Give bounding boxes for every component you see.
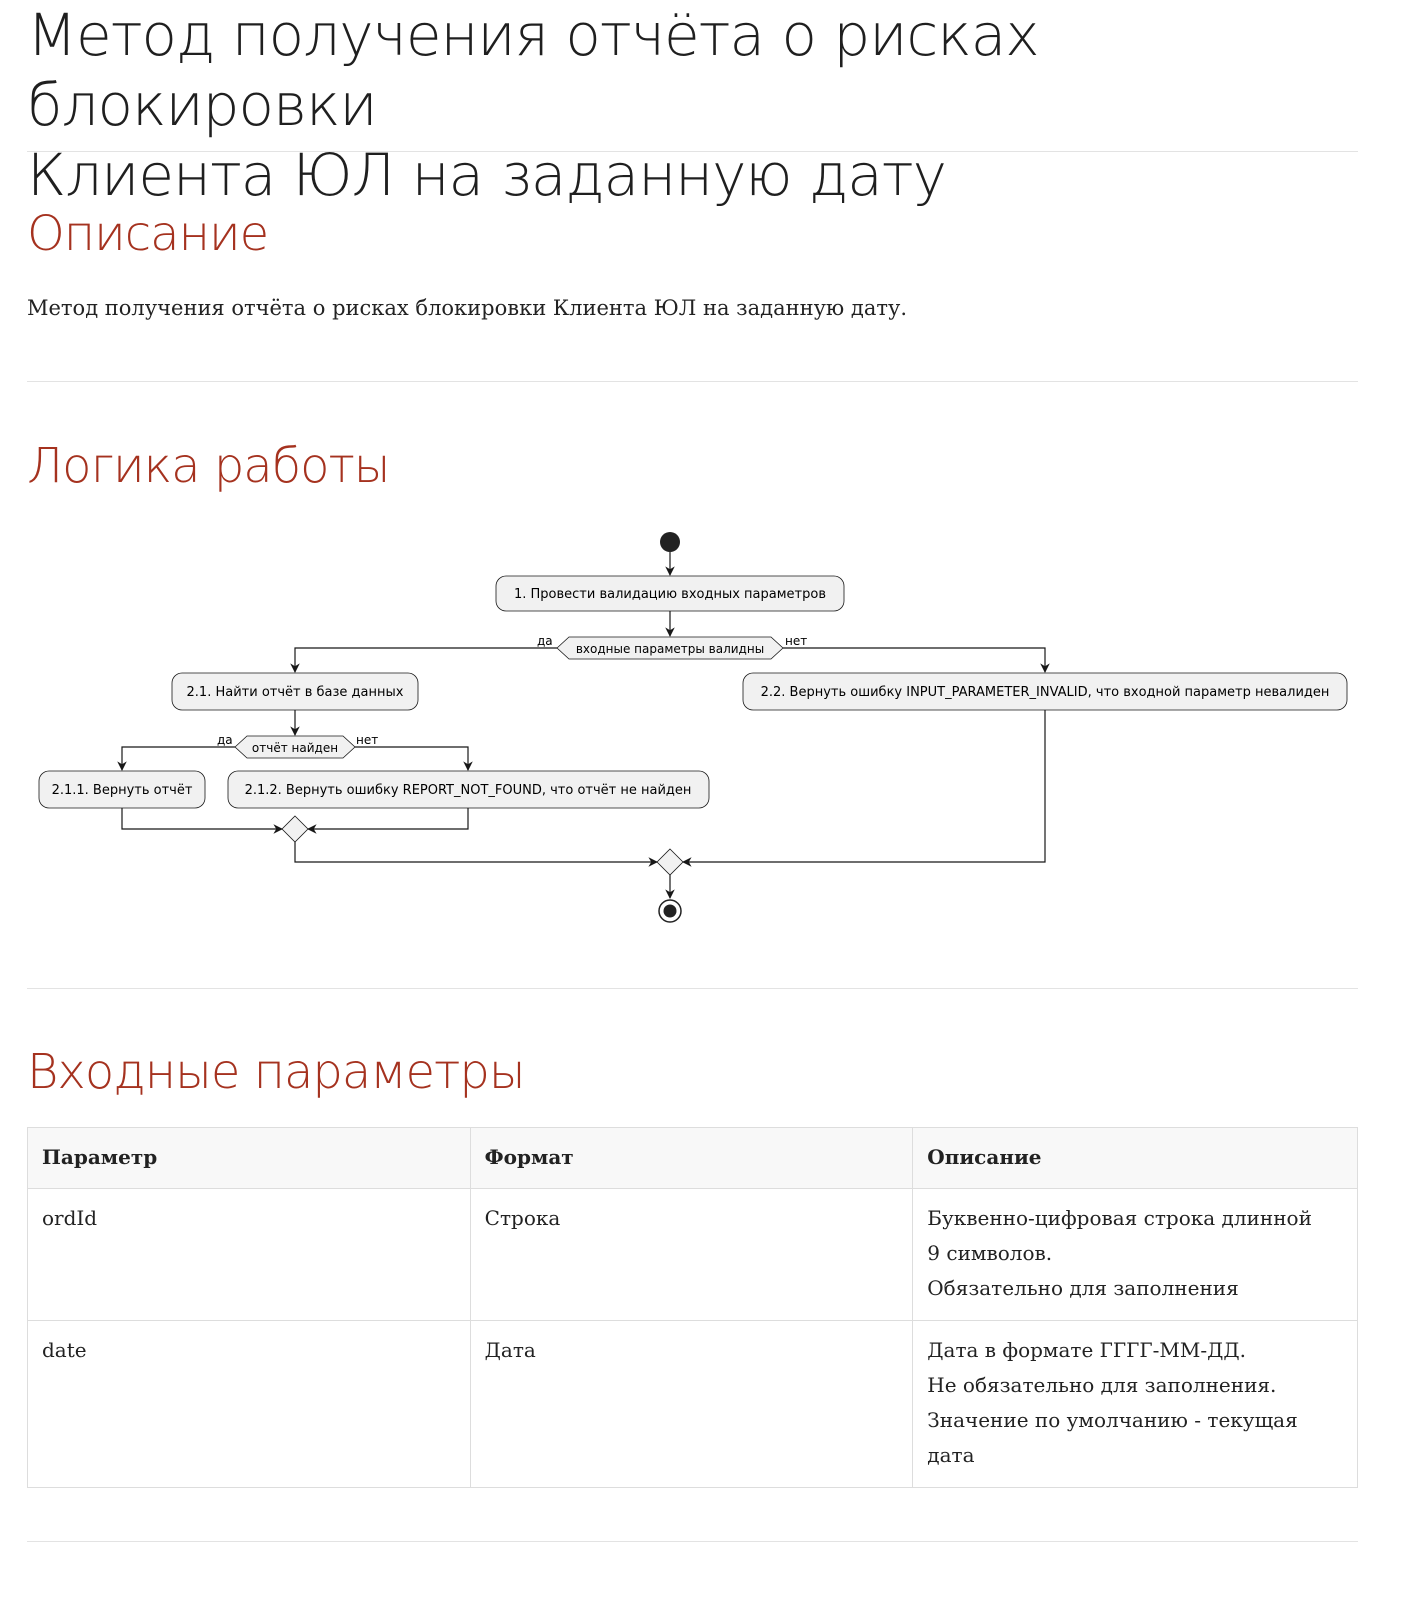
divider-logic <box>27 988 1358 989</box>
column-header-description: Описание <box>912 1127 1358 1189</box>
input-parameters-table: Параметр Формат Описание ordId Строка Бу… <box>27 1127 1358 1488</box>
table-row: date Дата Дата в формате ГГГГ-ММ-ДД. Не … <box>27 1320 1358 1488</box>
step-2-1-2-node: 2.1.2. Вернуть ошибку REPORT_NOT_FOUND, … <box>227 770 710 809</box>
decision-1-label: входные параметры валидны <box>576 642 764 656</box>
column-header-format: Формат <box>469 1127 914 1189</box>
inputs-heading: Входные параметры <box>27 1044 526 1100</box>
decision-2-no-label: нет <box>356 733 378 747</box>
table-header-row: Параметр Формат Описание <box>27 1127 1358 1189</box>
description-line: Буквенно-цифровая строка длинной <box>927 1206 1312 1230</box>
step-2-2-node: 2.2. Вернуть ошибку INPUT_PARAMETER_INVA… <box>742 672 1348 711</box>
edge-step22-merge2 <box>682 710 1046 867</box>
divider-description <box>27 381 1358 382</box>
description-line: Дата в формате ГГГГ-ММ-ДД. <box>927 1338 1246 1362</box>
description-text: Метод получения отчёта о рисках блокиров… <box>27 296 907 320</box>
cell-param: date <box>27 1320 471 1488</box>
edge-step212-merge1 <box>307 808 469 834</box>
document-page: Метод получения отчёта о рисках блокиров… <box>27 0 1388 1542</box>
step-1-label: 1. Провести валидацию входных параметров <box>514 587 826 602</box>
description-line: дата <box>927 1443 975 1467</box>
merge-2-diamond <box>656 848 684 876</box>
page-title-line-1: Метод получения отчёта о рисках блокиров… <box>27 1 1040 139</box>
edge-decision1-yes <box>290 647 557 673</box>
start-node <box>660 532 680 552</box>
decision-2-yes-label: да <box>217 733 233 747</box>
page-title: Метод получения отчёта о рисках блокиров… <box>27 0 1388 209</box>
edge-step211-merge1 <box>121 808 283 834</box>
divider-bottom <box>27 1541 1358 1542</box>
description-line: Значение по умолчанию - текущая <box>927 1408 1298 1432</box>
step-1-node: 1. Провести валидацию входных параметров <box>495 575 845 612</box>
edge-merge1-merge2 <box>294 842 658 867</box>
edge-decision2-no <box>355 746 473 771</box>
decision-1-yes-label: да <box>537 634 553 648</box>
column-header-param: Параметр <box>27 1127 471 1189</box>
activity-diagram-svg: 1. Провести валидацию входных параметров… <box>38 532 1348 923</box>
step-2-1-label: 2.1. Найти отчёт в базе данных <box>187 685 404 700</box>
description-line: Не обязательно для заполнения. <box>927 1373 1277 1397</box>
divider-title <box>27 151 1358 152</box>
cell-param: ordId <box>27 1188 471 1321</box>
description-line: Обязательно для заполнения <box>927 1276 1239 1300</box>
cell-format: Дата <box>469 1320 914 1488</box>
edge-decision2-yes <box>117 746 235 771</box>
step-2-2-label: 2.2. Вернуть ошибку INPUT_PARAMETER_INVA… <box>761 685 1330 700</box>
step-2-1-node: 2.1. Найти отчёт в базе данных <box>171 672 419 711</box>
end-node-inner <box>663 904 677 918</box>
page-title-line-2: Клиента ЮЛ на заданную дату <box>27 141 947 209</box>
step-2-1-1-label: 2.1.1. Вернуть отчёт <box>52 783 193 798</box>
description-line: 9 символов. <box>927 1241 1053 1265</box>
cell-description: Дата в формате ГГГГ-ММ-ДД. Не обязательн… <box>912 1320 1358 1488</box>
decision-2-label: отчёт найден <box>252 741 338 755</box>
description-heading: Описание <box>27 206 269 262</box>
activity-diagram: 1. Провести валидацию входных параметров… <box>27 530 1388 950</box>
edge-decision1-no <box>783 647 1050 673</box>
merge-1-diamond <box>281 815 309 843</box>
cell-description: Буквенно-цифровая строка длинной 9 симво… <box>912 1188 1358 1321</box>
step-2-1-2-label: 2.1.2. Вернуть ошибку REPORT_NOT_FOUND, … <box>245 783 692 798</box>
table-row: ordId Строка Буквенно-цифровая строка дл… <box>27 1188 1358 1321</box>
cell-format: Строка <box>469 1188 914 1321</box>
logic-heading: Логика работы <box>27 438 391 494</box>
step-2-1-1-node: 2.1.1. Вернуть отчёт <box>38 770 206 809</box>
decision-1-no-label: нет <box>785 634 807 648</box>
